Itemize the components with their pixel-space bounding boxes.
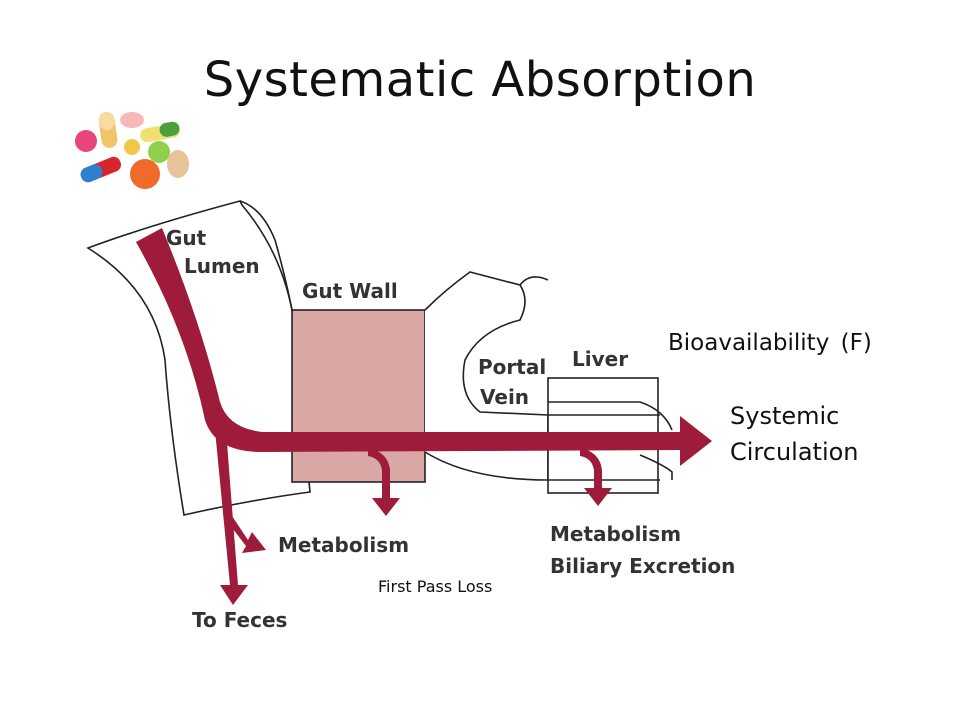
metabolism-gut-label: Metabolism xyxy=(278,533,409,557)
slide-title: Systematic Absorption xyxy=(203,52,757,108)
drug-flow-arrow xyxy=(136,228,712,605)
liver-label: Liver xyxy=(572,347,628,371)
metabolism-liver-label: Metabolism xyxy=(550,522,681,546)
systemic-circulation-label: Systemic Circulation xyxy=(730,398,859,470)
gut-lumen-label-line2: Lumen xyxy=(184,254,260,278)
gut-lumen-label-line1: Gut xyxy=(166,226,207,250)
systemic-circulation-line1: Systemic xyxy=(730,402,840,430)
pills-icon xyxy=(75,112,189,189)
systemic-circulation-line2: Circulation xyxy=(730,438,859,466)
bioavailability-label: Bioavailability (F) xyxy=(668,330,872,356)
gut-wall-block xyxy=(291,309,426,483)
portal-vein-shape xyxy=(424,271,549,481)
first-pass-loss-label: First Pass Loss xyxy=(378,577,493,596)
gut-wall-label: Gut Wall xyxy=(302,279,398,303)
biliary-excretion-label: Biliary Excretion xyxy=(550,554,735,578)
portal-vein-label-line1: Portal xyxy=(478,355,546,379)
to-feces-label: To Feces xyxy=(192,608,287,632)
portal-vein-label-line2: Vein xyxy=(480,385,529,409)
